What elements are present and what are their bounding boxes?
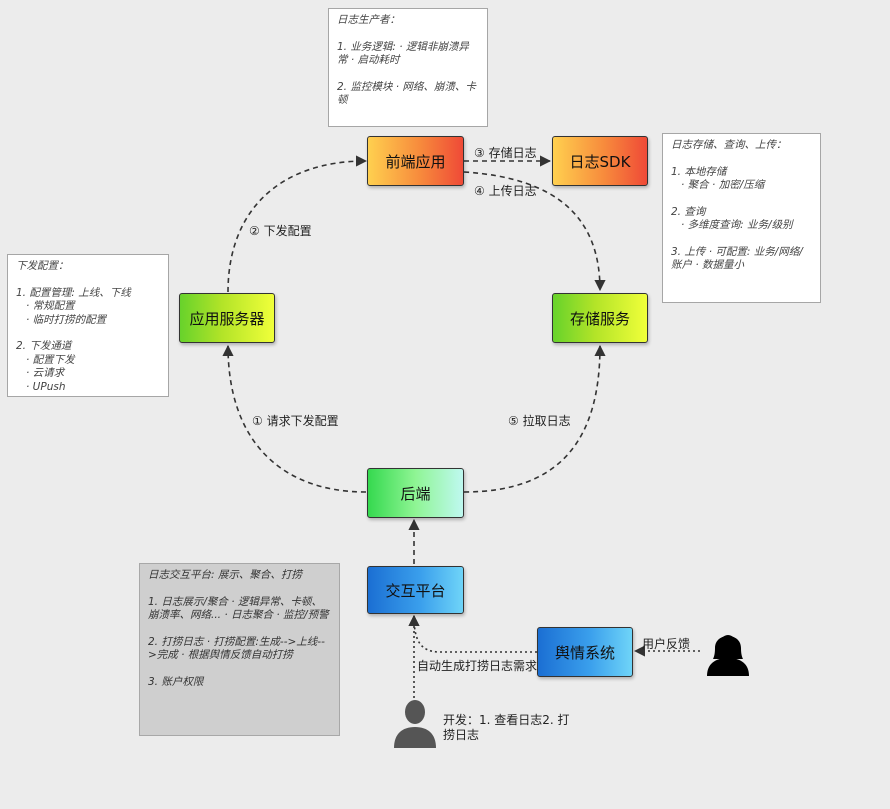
label-request-config: ① 请求下发配置 [252,414,339,428]
note-line: 2. 打捞日志 · 打捞配置:生成-->上线-->完成 · 根据舆情反馈自动打捞 [148,635,325,662]
node-sentiment-system[interactable]: 舆情系统 [537,627,633,677]
note-line: · 常规配置 [26,300,75,312]
edge-upload-logs [463,171,606,292]
female-user-icon [707,635,749,676]
edge-dispatch-config [227,155,368,293]
person-icon [394,700,436,748]
note-title: 日志交互平台: 展示、聚合、打捞 [148,569,302,581]
label-user-feedback: 用户反馈 [642,637,691,651]
note-line: 1. 日志展示/聚合 · 逻辑异常、卡顿、崩溃率、网络... · 日志聚合 · … [148,595,329,622]
note-line: 2. 查询 [671,205,706,218]
node-backend[interactable]: 后端 [367,468,464,518]
note-line: · UPush [26,380,66,393]
note-line: · 多维度查询: 业务/级别 [681,219,793,231]
label-upload-logs: ④ 上传日志 [474,184,537,198]
node-app-server[interactable]: 应用服务器 [179,293,275,343]
node-interaction-platform[interactable]: 交互平台 [367,566,464,614]
node-log-sdk[interactable]: 日志SDK [552,136,648,186]
note-line: · 云请求 [26,367,65,379]
note-title: 日志生产者： [337,14,400,26]
node-storage-service[interactable]: 存储服务 [552,293,648,343]
note-line: 1. 业务逻辑: · 逻辑非崩溃异常 · 启动耗时 [337,40,469,67]
note-line: 3. 上传 · 可配置: 业务/网络/账户 · 数据量小 [671,245,803,272]
note-line: · 临时打捞的配置 [26,313,107,326]
note-title: 下发配置： [16,260,69,272]
note-line: · 配置下发 [26,353,75,366]
note-line: 1. 本地存储 [671,165,727,178]
note-log-producer: 日志生产者： 1. 业务逻辑: · 逻辑非崩溃异常 · 启动耗时 2. 监控模块… [328,8,488,127]
label-dispatch-config: ② 下发配置 [249,224,312,238]
edge-request-config [222,344,367,493]
note-line: 3. 账户权限 [148,675,204,688]
edge-auto-generate [408,614,537,653]
note-line: 2. 下发通道 [16,340,72,352]
label-developer: 开发：1. 查看日志2. 打捞日志 [443,713,570,742]
label-pull-logs: ⑤ 拉取日志 [508,414,571,428]
note-dispatch-config: 下发配置： 1. 配置管理: 上线、下线 · 常规配置 · 临时打捞的配置 2.… [7,254,169,397]
label-auto-generate: 自动生成打捞日志需求 [417,659,538,673]
note-line: 2. 监控模块 · 网络、崩溃、卡顿 [337,80,476,107]
label-store-logs: ③ 存储日志 [474,146,537,160]
note-log-platform: 日志交互平台: 展示、聚合、打捞 1. 日志展示/聚合 · 逻辑异常、卡顿、崩溃… [139,563,340,736]
note-line: 1. 配置管理: 上线、下线 [16,286,131,299]
note-title: 日志存储、查询、上传： [671,139,787,151]
note-log-storage: 日志存储、查询、上传： 1. 本地存储 · 聚合 · 加密/压缩 2. 查询 ·… [662,133,821,303]
node-frontend-app[interactable]: 前端应用 [367,136,464,186]
note-line: · 聚合 · 加密/压缩 [681,179,765,191]
